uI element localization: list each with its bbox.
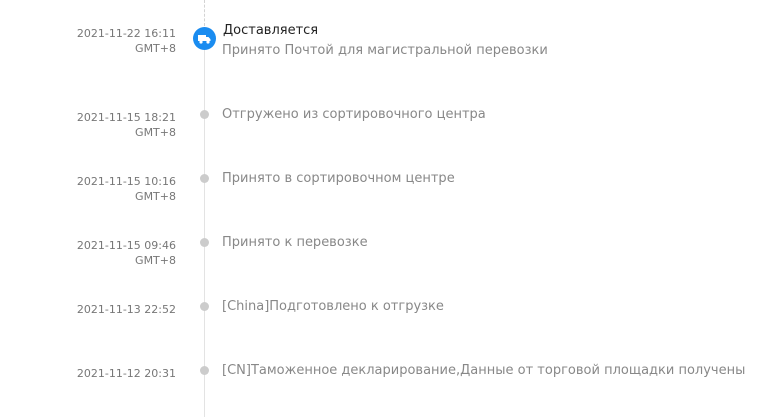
event-timezone: GMT+8 bbox=[135, 190, 176, 203]
event-timezone: GMT+8 bbox=[135, 254, 176, 267]
timeline-dot bbox=[200, 174, 209, 183]
timeline-rail bbox=[204, 46, 205, 417]
event-timestamp: 2021-11-15 09:46 GMT+8 bbox=[40, 238, 176, 268]
event-timestamp: 2021-11-15 10:16 GMT+8 bbox=[40, 174, 176, 204]
event-description: Принято в сортировочном центре bbox=[222, 171, 455, 186]
event-date: 2021-11-15 09:46 bbox=[76, 239, 176, 252]
event-date: 2021-11-12 20:31 bbox=[76, 367, 176, 380]
event-description: Отгружено из сортировочного центра bbox=[222, 107, 486, 122]
event-timezone: GMT+8 bbox=[135, 42, 176, 55]
event-description: [China]Подготовлено к отгрузке bbox=[222, 299, 444, 314]
event-timestamp: 2021-11-22 16:11 GMT+8 bbox=[40, 26, 176, 56]
event-timezone: GMT+8 bbox=[135, 126, 176, 139]
event-date: 2021-11-13 22:52 bbox=[76, 303, 176, 316]
delivery-truck-icon bbox=[193, 27, 216, 50]
event-timestamp: 2021-11-13 22:52 bbox=[40, 302, 176, 317]
event-date: 2021-11-22 16:11 bbox=[76, 27, 176, 40]
event-description: Принято к перевозке bbox=[222, 235, 368, 250]
timeline-dot bbox=[200, 110, 209, 119]
event-timestamp: 2021-11-12 20:31 bbox=[40, 366, 176, 381]
event-timestamp: 2021-11-15 18:21 GMT+8 bbox=[40, 110, 176, 140]
timeline-dot bbox=[200, 366, 209, 375]
timeline-rail-top bbox=[204, 0, 205, 26]
event-date: 2021-11-15 10:16 bbox=[76, 175, 176, 188]
event-description: Принято Почтой для магистральной перевоз… bbox=[222, 43, 548, 58]
event-description: [CN]Таможенное декларирование,Данные от … bbox=[222, 363, 746, 378]
event-status: Доставляется bbox=[223, 23, 319, 38]
timeline-dot bbox=[200, 238, 209, 247]
event-date: 2021-11-15 18:21 bbox=[76, 111, 176, 124]
timeline-dot bbox=[200, 302, 209, 311]
